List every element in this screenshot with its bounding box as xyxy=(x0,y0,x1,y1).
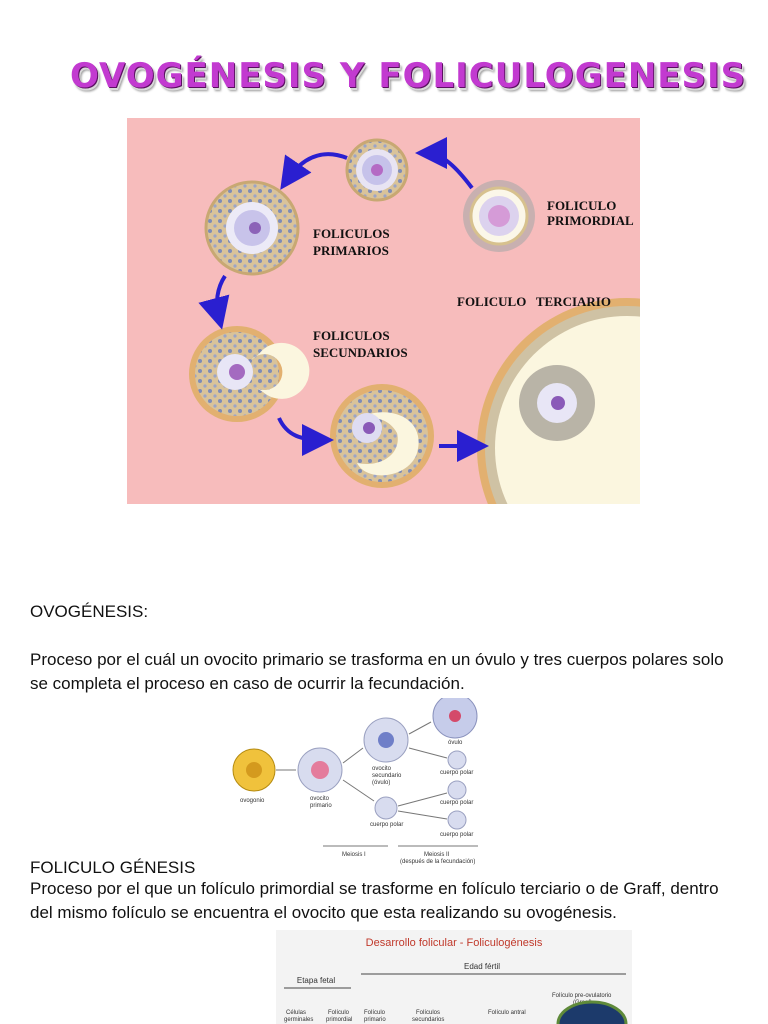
fig3-col-primario-2: primario xyxy=(364,1017,386,1023)
fig3-title: Desarrollo folicular - Foliculogénesis xyxy=(366,937,543,949)
follicle-primary xyxy=(204,180,300,276)
label-cuerpo-polar-b: cuerpo polar xyxy=(370,822,403,828)
label-primordial-2: PRIMORDIAL xyxy=(547,213,634,228)
follicle-tertiary xyxy=(477,298,640,504)
label-cuerpo-polar-c: cuerpo polar xyxy=(440,800,473,806)
fig3-edad-fertil: Edad fértil xyxy=(464,962,500,971)
fig3-etapa-fetal: Etapa fetal xyxy=(297,976,335,985)
arrow-1 xyxy=(280,152,348,190)
fig3-graaf-follicle xyxy=(556,1000,628,1024)
arrow-3 xyxy=(198,274,230,330)
fig3-col-secundarios-2: secundarios xyxy=(412,1017,444,1023)
label-cuerpo-polar-d: cuerpo polar xyxy=(440,832,473,838)
label-primordial-1: FOLICULO xyxy=(547,198,616,213)
label-meiosis-1: Meiosis I xyxy=(342,852,366,858)
follicle-cycle-figure: FOLICULO PRIMORDIAL FOLICULOS PRIMARIOS … xyxy=(127,118,640,504)
fig3-col-preovulatorio-1: Folículo pre-ovulatorio xyxy=(552,993,612,999)
fig3-col-antral: Folículo antral xyxy=(488,1010,526,1016)
fig3-col-primordial-1: Folículo xyxy=(328,1010,350,1016)
follicle-antral xyxy=(330,384,434,488)
ovogenesis-heading: OVOGÉNESIS: xyxy=(30,602,149,621)
label-secundarios-2: SECUNDARIOS xyxy=(313,345,408,360)
fig3-col-primordial-2: primordial xyxy=(326,1017,352,1023)
arrow-4 xyxy=(277,417,334,456)
foliculo-text: Proceso por el que un folículo primordia… xyxy=(30,879,719,922)
label-primarios-2: PRIMARIOS xyxy=(313,243,389,258)
label-secundarios-1: FOLICULOS xyxy=(313,328,390,343)
fig3-col-secundarios-1: Folículos xyxy=(416,1010,440,1016)
label-ovocito-primario-2: primario xyxy=(310,803,332,809)
label-terciario: FOLICULO TERCIARIO xyxy=(457,294,611,309)
label-ovocito-primario-1: ovocito xyxy=(310,796,330,802)
label-meiosis-2: Meiosis II xyxy=(424,852,450,858)
label-primarios-1: FOLICULOS xyxy=(313,226,390,241)
foliculo-heading: FOLICULO GÉNESIS xyxy=(30,858,196,877)
follicle-primordial xyxy=(463,180,535,252)
ovogenesis-diagram: ovogonio ovocito primario ovocito secund… xyxy=(228,698,483,868)
follicle-secondary xyxy=(189,326,310,422)
label-ovulo: óvulo xyxy=(448,740,463,746)
label-ovocito-secundario-3: (óvulo) xyxy=(372,780,390,786)
follicular-development-figure: Desarrollo folicular - Foliculogénesis E… xyxy=(276,930,632,1024)
label-ovocito-secundario-1: ovocito xyxy=(372,766,392,772)
follicle-small-top xyxy=(345,138,409,202)
label-meiosis-2-note: (después de la fecundación) xyxy=(400,859,475,865)
arrow-2 xyxy=(415,137,474,190)
page-title: OVOGÉNESIS Y FOLICULOGENESIS xyxy=(70,56,747,96)
label-ovogonio: ovogonio xyxy=(240,798,265,804)
fig3-col-primario-1: Folículo xyxy=(364,1010,386,1016)
ovogenesis-text: Proceso por el cuál un ovocito primario … xyxy=(30,650,724,693)
fig3-col-celulas-2: germinales xyxy=(284,1017,313,1023)
label-ovocito-secundario-2: secundario xyxy=(372,773,402,779)
fig3-col-celulas-1: Células xyxy=(286,1010,306,1016)
label-cuerpo-polar-a: cuerpo polar xyxy=(440,770,473,776)
